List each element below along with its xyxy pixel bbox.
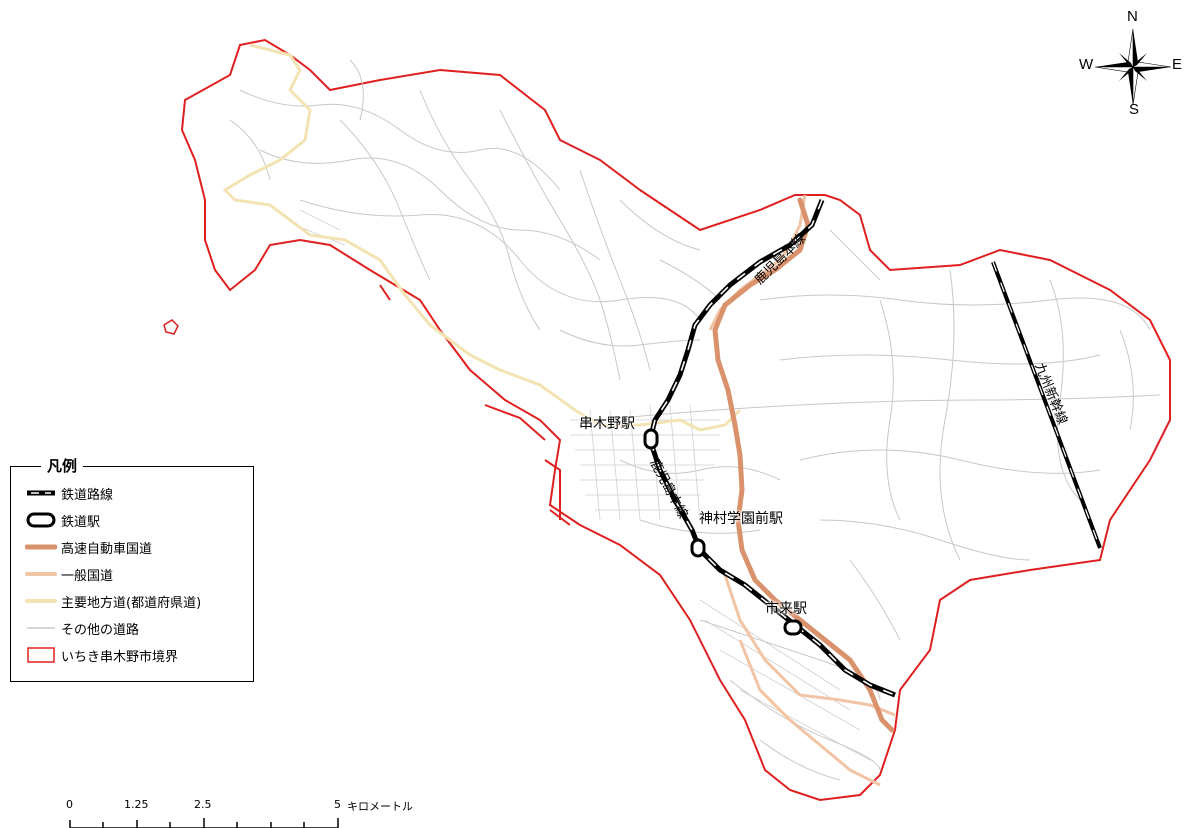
scale-tick-0: 0 [66,798,73,811]
scale-bar [69,818,339,828]
compass-south: S [1129,101,1140,118]
legend-label: 一般国道 [61,568,114,584]
station-label-ichiki: 市来駅 [765,601,807,617]
station-kushikino-marker[interactable] [643,428,659,450]
legend-item-prefectural-road: 主要地方道(都道府県道) [25,591,201,611]
other-road-symbol-icon [25,618,57,638]
legend-label: その他の道路 [61,622,140,638]
compass-north: N [1127,8,1138,25]
railway-symbol-icon [25,483,57,503]
legend-item-railway: 鉄道路線 [25,483,113,503]
scale-tick-1: 1.25 [124,798,149,811]
expressway [712,197,895,733]
prefectural-road [222,43,742,432]
station-symbol-icon [25,510,57,530]
other-roads [229,59,1161,781]
islet [163,319,179,335]
compass-west: W [1079,56,1094,73]
legend-item-boundary: いちき串木野市境界 [25,645,178,665]
port-breakwaters [379,284,571,526]
legend-label: 主要地方道(都道府県道) [61,595,202,611]
scale-tick-3: 5 [334,798,341,811]
railway-kyushu-shinkansen [991,261,1102,549]
station-label-kamimura: 神村学園前駅 [699,511,783,527]
legend-item-station: 鉄道駅 [25,510,100,530]
scale-tick-2: 2.5 [194,798,212,811]
legend-title: 凡例 [41,455,84,476]
scale-unit: キロメートル [347,800,413,813]
boundary-symbol-icon [25,645,57,665]
prefectural-road-symbol-icon [25,591,57,611]
legend-label: いちき串木野市境界 [61,649,179,665]
legend-label: 鉄道路線 [61,487,114,503]
station-kamimura-marker[interactable] [690,538,706,558]
legend: 凡例 鉄道路線 鉄道駅 高速自動車国道 一般国道 主要地方道(都道府県道) [10,455,254,682]
compass-rose-icon [1094,28,1172,106]
expressway-symbol-icon [24,537,58,557]
legend-label: 高速自動車国道 [61,541,153,557]
legend-item-expressway: 高速自動車国道 [24,537,153,557]
station-ichiki-marker[interactable] [783,619,803,636]
compass-east: E [1172,56,1183,73]
legend-item-national-road: 一般国道 [25,564,113,584]
national-road-symbol-icon [25,564,57,584]
legend-label: 鉄道駅 [61,514,101,530]
station-label-kushikino: 串木野駅 [579,416,635,432]
legend-item-other-road: その他の道路 [25,618,139,638]
